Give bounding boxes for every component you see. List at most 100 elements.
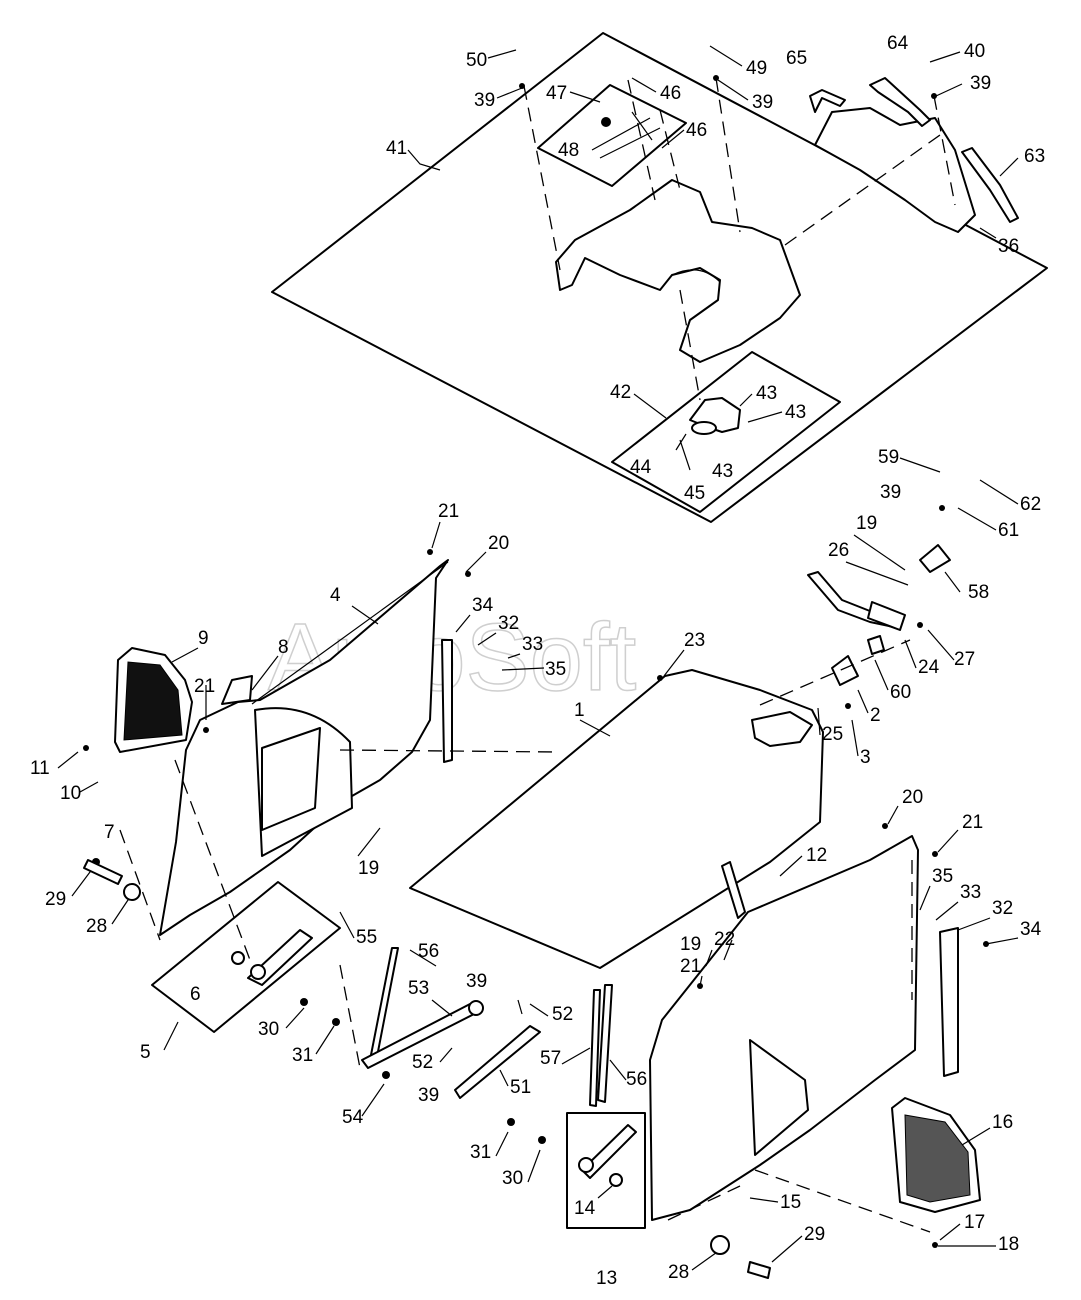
callout-45: 45 — [684, 483, 705, 504]
right-window-cutout — [749, 1039, 809, 1156]
callout-12: 12 — [806, 845, 827, 866]
right-side-panel — [649, 835, 919, 1221]
callout-28: 28 — [668, 1262, 689, 1283]
callout-40: 40 — [964, 41, 985, 62]
rod-22 — [721, 861, 746, 919]
callout-32: 32 — [992, 898, 1013, 919]
gas-strut-56-right — [597, 984, 613, 1103]
spacer-14-icon — [609, 1173, 623, 1187]
callout-65: 65 — [786, 48, 807, 69]
callout-31: 31 — [292, 1045, 313, 1066]
washer-28-right-icon — [710, 1235, 730, 1255]
callout-18: 18 — [998, 1234, 1019, 1255]
hinge-14 — [581, 1124, 637, 1179]
callout-20: 20 — [488, 533, 509, 554]
console-shroud — [555, 179, 801, 363]
callout-23: 23 — [684, 630, 705, 651]
callout-31: 31 — [470, 1142, 491, 1163]
callout-21: 21 — [962, 812, 983, 833]
callout-30: 30 — [258, 1019, 279, 1040]
leader-dash — [784, 134, 941, 246]
callout-43: 43 — [785, 402, 806, 423]
callout-5: 5 — [140, 1042, 151, 1063]
callout-19: 19 — [358, 858, 379, 879]
callout-34: 34 — [472, 595, 494, 616]
leader-dash — [339, 749, 561, 753]
callout-43: 43 — [712, 461, 733, 482]
callout-35: 35 — [932, 866, 953, 887]
callout-1: 1 — [574, 700, 585, 721]
callout-21: 21 — [680, 956, 701, 977]
callout-54: 54 — [342, 1107, 364, 1128]
callout-9: 9 — [198, 628, 209, 649]
seat-pan — [409, 669, 824, 969]
leader-dash — [933, 95, 956, 206]
callout-50: 50 — [466, 50, 487, 71]
callout-41: 41 — [386, 138, 407, 159]
strut-57 — [589, 989, 601, 1107]
callout-4: 4 — [330, 585, 341, 606]
link-51 — [454, 1025, 541, 1099]
callout-39: 39 — [474, 90, 495, 111]
callout-15: 15 — [780, 1192, 801, 1213]
boot-ring — [691, 421, 717, 435]
callout-39: 39 — [418, 1085, 439, 1106]
callout-13: 13 — [596, 1268, 617, 1289]
callout-6: 6 — [190, 984, 201, 1005]
grille-mesh-9 — [123, 661, 183, 741]
leader-dash — [715, 77, 741, 233]
callout-8: 8 — [278, 637, 289, 658]
clip-65 — [809, 89, 846, 113]
trim-strip-63 — [961, 147, 1019, 223]
callout-29: 29 — [45, 889, 66, 910]
bracket-2 — [831, 655, 859, 686]
callout-56: 56 — [418, 941, 439, 962]
callout-46: 46 — [686, 120, 707, 141]
bushing-14-icon — [578, 1157, 594, 1173]
washer-28-left-icon — [123, 883, 141, 901]
callout-60: 60 — [890, 682, 911, 703]
leader-dash — [523, 85, 561, 271]
callout-35: 35 — [545, 659, 566, 680]
callout-61: 61 — [998, 520, 1019, 541]
callout-63: 63 — [1024, 146, 1045, 167]
leader-dash — [119, 759, 251, 961]
callout-53: 53 — [408, 978, 429, 999]
leader-lines — [57, 45, 1019, 1271]
latch-58 — [919, 544, 951, 573]
leader-dash — [667, 1169, 931, 1233]
pivot-icon — [468, 1000, 484, 1016]
callout-56: 56 — [626, 1069, 647, 1090]
callout-58: 58 — [968, 582, 989, 603]
callout-30: 30 — [502, 1168, 523, 1189]
seat-pan-tab — [751, 711, 813, 747]
callout-36: 36 — [998, 236, 1019, 257]
cap-8 — [221, 675, 253, 705]
latch-24 — [867, 601, 906, 631]
panel-seam — [251, 561, 449, 705]
callout-28: 28 — [86, 916, 107, 937]
callout-51: 51 — [510, 1077, 531, 1098]
callout-64: 64 — [887, 33, 909, 54]
callout-17: 17 — [964, 1212, 985, 1233]
bracket-48 — [591, 111, 661, 159]
callout-59: 59 — [878, 447, 899, 468]
callout-39: 39 — [752, 92, 773, 113]
callout-48: 48 — [558, 140, 579, 161]
callout-22: 22 — [714, 929, 735, 950]
leader-dash — [659, 109, 681, 191]
callout-27: 27 — [954, 649, 975, 670]
inset-box-5 — [151, 881, 341, 1033]
callout-20: 20 — [902, 787, 923, 808]
callout-19: 19 — [856, 513, 877, 534]
callout-52: 52 — [552, 1004, 573, 1025]
bolt-29-right — [747, 1261, 771, 1279]
bolt-29-left — [83, 859, 123, 885]
callout-16: 16 — [992, 1112, 1013, 1133]
callout-2: 2 — [870, 705, 881, 726]
leader-dash — [679, 289, 701, 401]
shroud-opening — [671, 269, 721, 283]
callout-55: 55 — [356, 927, 377, 948]
strip-34 — [441, 639, 453, 763]
